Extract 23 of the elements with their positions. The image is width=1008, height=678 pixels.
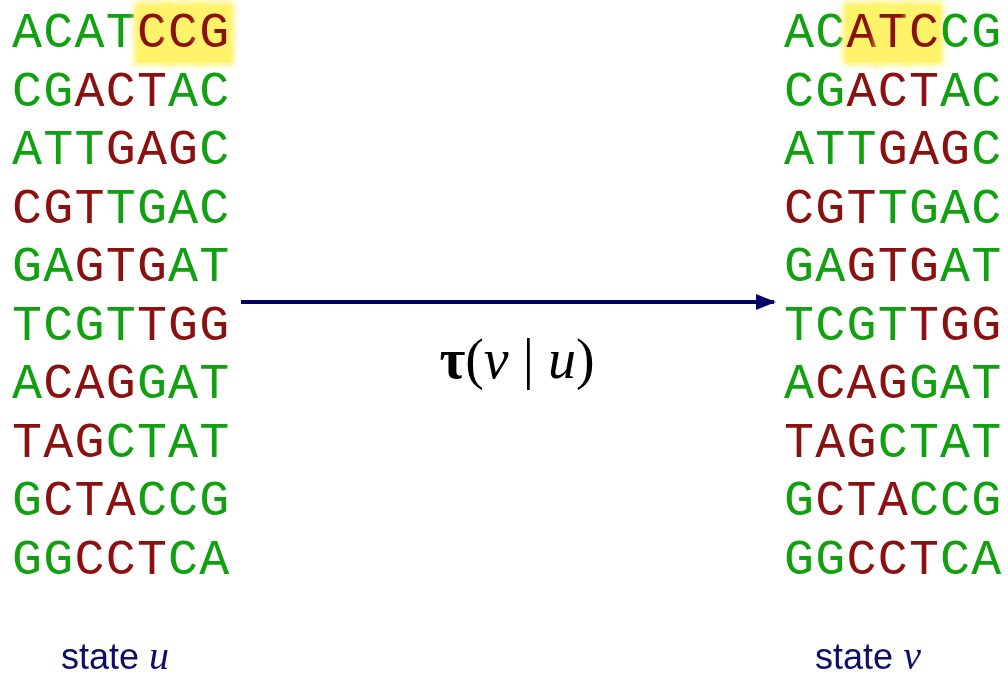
dna-sequence: CGTTGAC [784,180,1003,239]
dna-sequence: GCTACCG [784,473,1003,532]
state-caption: state v [815,632,921,678]
dna-sequence: CGACTAC [12,63,231,122]
dna-sequence: ACAGGAT [784,356,1003,415]
dna-sequence: ATTGAGC [12,122,231,181]
dna-sequence: ACATCCG [12,5,231,64]
dna-sequence: TAGCTAT [784,414,1003,473]
dna-sequence: CGACTAC [784,63,1003,122]
dna-sequence: GCTACCG [12,473,231,532]
dna-sequence: GAGTGAT [784,239,1003,298]
state-caption: state u [60,632,170,678]
dna-sequence: GGCCTCA [12,531,231,590]
dna-sequence: ACATCCG [784,5,1003,64]
dna-sequence: GAGTGAT [12,239,231,298]
dna-sequence: TAGCTAT [12,414,231,473]
dna-sequence: ACAGGAT [12,356,231,415]
dna-sequence: ATTGAGC [784,122,1003,181]
dna-sequence: GGCCTCA [784,531,1003,590]
dna-sequence: TCGTTGG [12,297,231,356]
dna-sequence: TCGTTGG [784,297,1003,356]
dna-sequence: CGTTGAC [12,180,231,239]
arrow [241,294,776,310]
